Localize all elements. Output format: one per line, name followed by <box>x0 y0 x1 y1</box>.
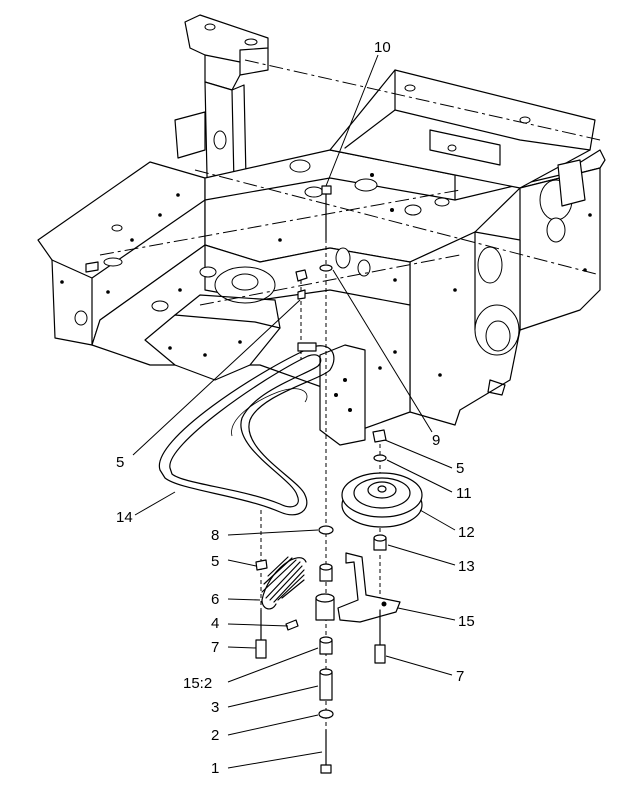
bushing-part-15-2 <box>319 636 333 655</box>
callout-11: 11 <box>456 485 472 502</box>
screw-part-4 <box>285 619 299 631</box>
callout-5c: 5 <box>211 553 219 570</box>
spacer-part-13 <box>373 534 387 551</box>
callout-4: 4 <box>211 615 219 632</box>
idler-arm-part-15 <box>315 552 401 623</box>
bolt-part-7-left <box>255 609 267 659</box>
spring-part-6 <box>261 556 307 610</box>
callout-2: 2 <box>211 727 219 744</box>
washer-part-2 <box>318 709 334 719</box>
callout-12: 12 <box>458 524 475 541</box>
bushing-upper <box>319 563 333 582</box>
hardware <box>255 185 423 774</box>
drive-belt <box>158 345 335 516</box>
callout-labels: 10 9 5 5 11 14 12 8 5 13 6 4 15 7 7 15:2… <box>116 39 475 777</box>
nut-part-5-right <box>372 429 387 443</box>
mower-frame <box>37 14 606 446</box>
callout-7b: 7 <box>456 668 464 685</box>
bolt-part-7-right <box>374 609 386 664</box>
callout-14: 14 <box>116 509 133 526</box>
callout-13: 13 <box>458 558 475 575</box>
leader-lines <box>132 54 456 769</box>
pulley-part-12 <box>341 472 423 528</box>
callout-5a: 5 <box>116 454 124 471</box>
callout-7a: 7 <box>211 639 219 656</box>
washer-part-8 <box>318 525 334 535</box>
nut-part-5-left <box>295 269 308 300</box>
washer-part-11 <box>373 454 387 462</box>
callout-8: 8 <box>211 527 219 544</box>
callout-3: 3 <box>211 699 219 716</box>
nut-part-5-lower <box>255 559 268 571</box>
callout-9: 9 <box>432 432 440 449</box>
callout-15-2: 15:2 <box>183 675 212 692</box>
bolt-part-1 <box>320 729 332 774</box>
washer-part-9 <box>319 264 333 272</box>
callout-10: 10 <box>374 39 391 56</box>
callout-1: 1 <box>211 760 219 777</box>
callout-5b: 5 <box>456 460 464 477</box>
callout-15: 15 <box>458 613 475 630</box>
spacer-part-3 <box>319 668 333 701</box>
callout-6: 6 <box>211 591 219 608</box>
